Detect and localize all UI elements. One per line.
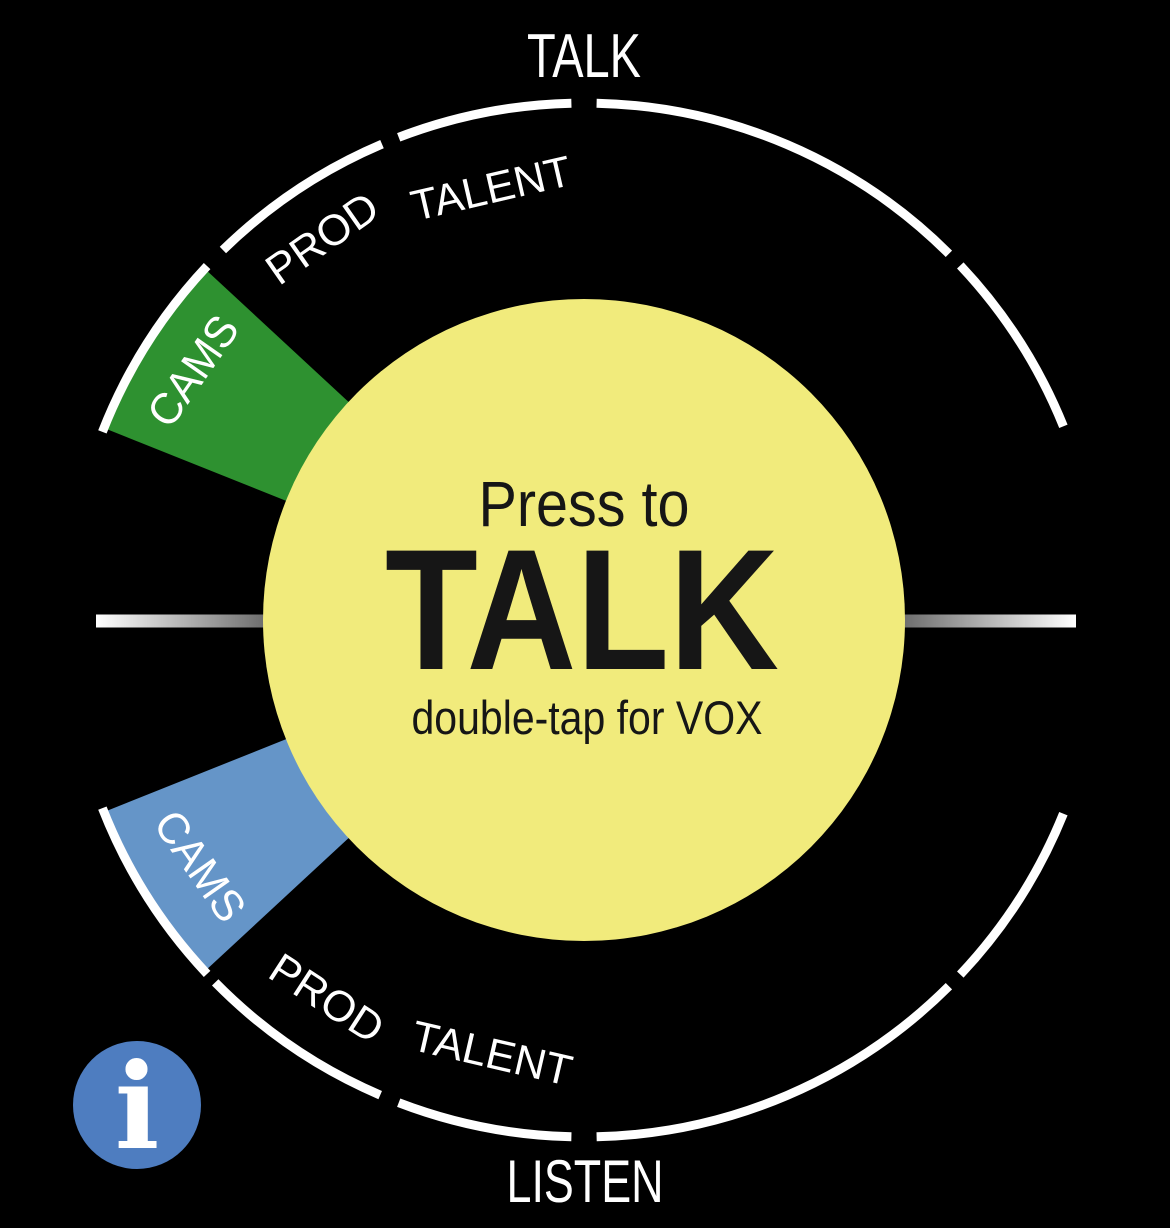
talk-ring-arc-cams[interactable] xyxy=(98,263,211,434)
press-to-label: Press to xyxy=(479,468,690,540)
listen-ring-arc-right-lower[interactable] xyxy=(596,983,953,1142)
listen-ring-arc-cams[interactable] xyxy=(98,806,211,977)
vox-hint-label: double-tap for VOX xyxy=(412,691,763,744)
press-to-talk-button[interactable] xyxy=(263,299,905,941)
talk-ring-arc-prod[interactable] xyxy=(219,139,384,254)
listen-ring-arc-talent[interactable] xyxy=(397,1098,572,1142)
talk-big-label: TALK xyxy=(385,514,779,706)
listen-ring-arc-prod[interactable] xyxy=(211,979,382,1100)
talk-ring-arc-right-lower[interactable] xyxy=(957,262,1068,428)
listen-half-label: LISTEN xyxy=(507,1148,664,1215)
info-button-circle[interactable] xyxy=(73,1041,201,1169)
divider-line-right xyxy=(904,614,1076,628)
talk-half-label: TALK xyxy=(527,22,641,91)
info-button[interactable]: i xyxy=(73,1037,201,1176)
info-icon: i xyxy=(115,1037,160,1176)
listen-ring-arc-right-upper[interactable] xyxy=(957,812,1068,978)
divider-line-left xyxy=(96,614,264,628)
talk-ring-arc-right-upper[interactable] xyxy=(596,98,953,257)
talk-ring-arc-talent[interactable] xyxy=(397,98,572,142)
